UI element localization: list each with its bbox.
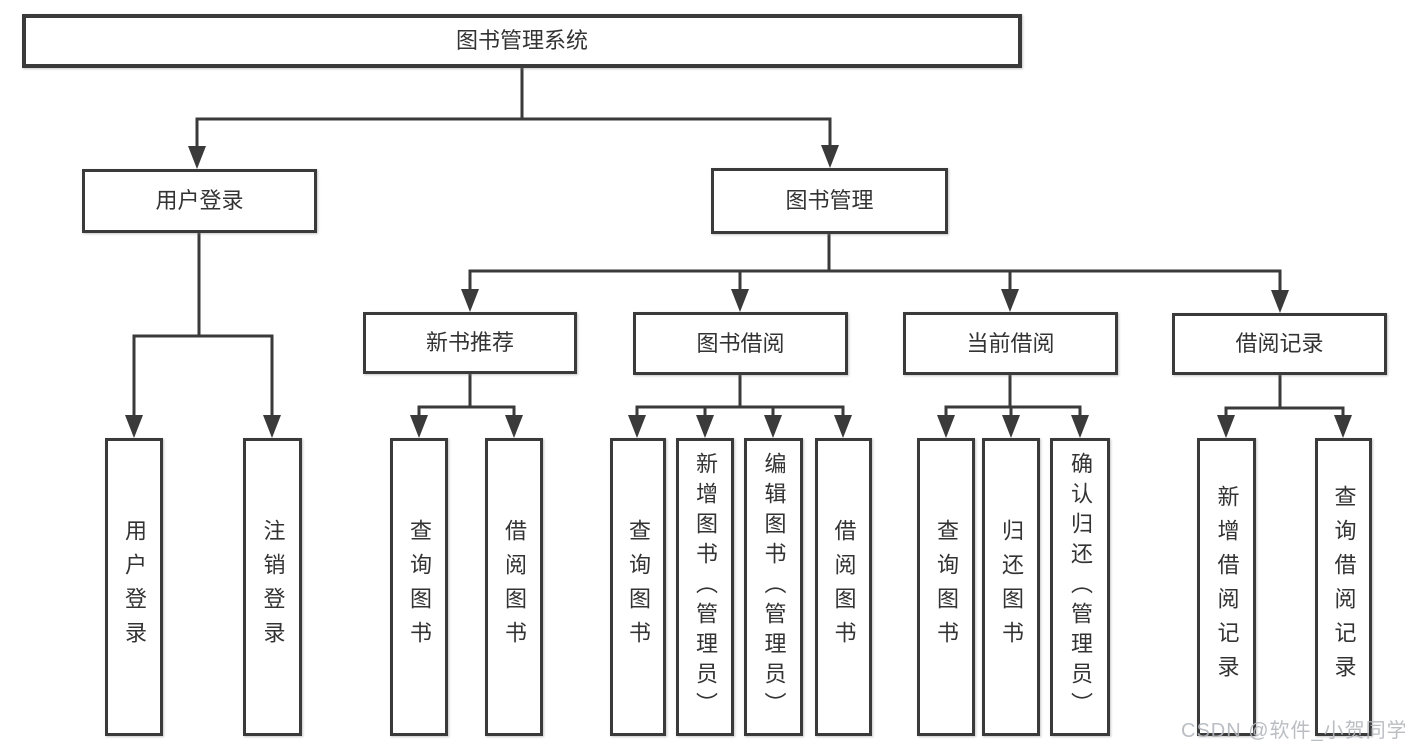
node-label: 查询图书: [934, 519, 959, 655]
leaf-edit-book-admin: 编辑图书（管理员）: [744, 438, 803, 736]
node-label: 图书管理: [785, 188, 874, 213]
node-label: 查询借阅记录: [1331, 485, 1357, 689]
leaf-add-borrow-record: 新增借阅记录: [1197, 438, 1256, 736]
leaf-query-books-3: 查询图书: [917, 438, 975, 736]
node-label: 查询图书: [626, 519, 651, 655]
node-label: 新增图书（管理员）: [693, 452, 718, 722]
leaf-user-login: 用户登录: [105, 438, 163, 736]
node-label: 借阅记录: [1235, 331, 1324, 356]
node-label: 借阅图书: [831, 519, 857, 655]
node-label: 图书借阅: [696, 330, 785, 356]
node-label: 新增借阅记录: [1214, 485, 1240, 689]
node-user-login: 用户登录: [82, 169, 317, 233]
leaf-confirm-return-admin: 确认归还（管理员）: [1050, 438, 1110, 736]
csdn-watermark: CSDN @软件_小贺同学: [1181, 720, 1405, 742]
node-borrow-records: 借阅记录: [1172, 313, 1387, 375]
node-new-book-recommend: 新书推荐: [363, 312, 577, 374]
node-label: 用户登录: [155, 188, 244, 213]
node-label: 新书推荐: [425, 330, 514, 355]
leaf-add-book-admin: 新增图书（管理员）: [676, 438, 734, 736]
leaf-query-books-2: 查询图书: [610, 438, 666, 736]
node-label: 查询图书: [407, 519, 432, 655]
leaf-logout: 注销登录: [243, 438, 302, 736]
node-label: 归还图书: [999, 519, 1024, 655]
node-label: 用户登录: [122, 519, 147, 655]
leaf-query-books-1: 查询图书: [390, 438, 448, 736]
node-label: 编辑图书（管理员）: [761, 452, 787, 722]
node-label: 当前借阅: [966, 330, 1055, 356]
leaf-return-book: 归还图书: [982, 438, 1040, 736]
node-label: 注销登录: [260, 519, 286, 655]
node-book-borrow: 图书借阅: [633, 312, 848, 375]
leaf-query-borrow-record: 查询借阅记录: [1315, 438, 1372, 736]
node-book-management: 图书管理: [711, 168, 948, 234]
node-label: 图书管理系统: [455, 28, 588, 53]
node-root-system: 图书管理系统: [22, 14, 1022, 68]
node-current-borrow: 当前借阅: [903, 312, 1118, 375]
leaf-borrow-books-1: 借阅图书: [485, 438, 543, 736]
leaf-borrow-books-2: 借阅图书: [815, 438, 872, 736]
node-label: 借阅图书: [502, 519, 527, 655]
node-label: 确认归还（管理员）: [1068, 452, 1093, 722]
